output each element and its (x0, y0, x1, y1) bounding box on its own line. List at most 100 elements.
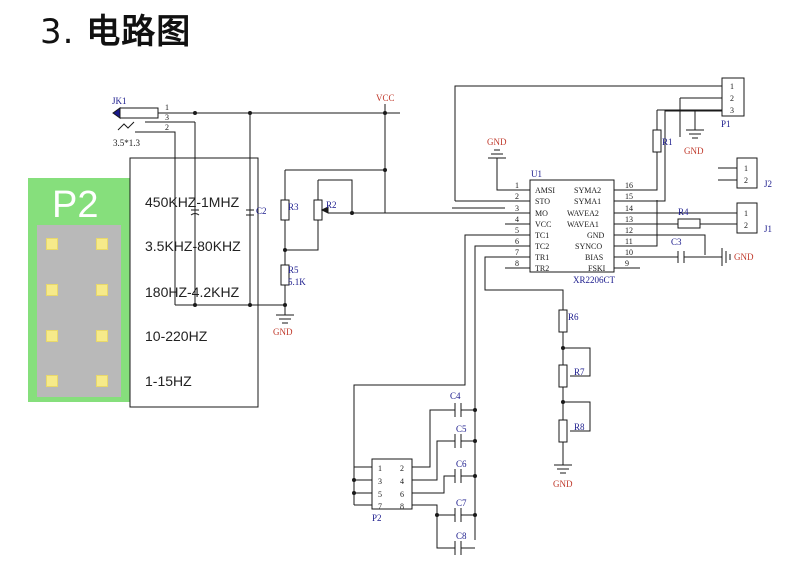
c8-label: C8 (456, 531, 467, 541)
wire-r1-pin16 (640, 152, 658, 191)
c4-label: C4 (450, 391, 461, 401)
wire-r8-wiper (563, 401, 591, 432)
gnd-right-label: GND (734, 252, 754, 262)
chip-left-labels: 1 2 3 4 5 6 7 8 AMSI STO MO VCC TC1 TC2 … (515, 181, 555, 273)
j2-connector (736, 157, 758, 189)
range-label: 1-15HZ (145, 373, 192, 389)
j1-connector (736, 202, 758, 234)
p2-pin: 3 (378, 477, 382, 486)
chip-pin-name: VCC (535, 220, 551, 229)
r4-label: R4 (678, 207, 689, 217)
header-pin (96, 284, 108, 296)
c3-plates (677, 251, 685, 263)
chip-pin-name: AMSI (535, 186, 555, 195)
chip-pin-name: TR1 (535, 253, 549, 262)
c3-label: C3 (671, 237, 682, 247)
gnd-left-label: GND (273, 327, 293, 337)
chip-pin-num: 12 (625, 226, 633, 235)
wire-jk1-p2 (135, 131, 176, 305)
p2-pin: 1 (378, 464, 382, 473)
c5-label: C5 (456, 424, 467, 434)
wire-j2 (718, 167, 737, 181)
chip-pin-num: 13 (625, 215, 633, 224)
range-label: 10-220HZ (145, 328, 208, 344)
p2-pin: 5 (378, 490, 382, 499)
chip-right-pins (614, 189, 640, 269)
r2-label: R2 (326, 200, 337, 210)
wire-r2-bottom (285, 220, 319, 251)
r1-body (652, 129, 662, 153)
p2-pin: 4 (400, 477, 404, 486)
jk1-switch (117, 121, 135, 131)
p2-pin: 8 (400, 502, 404, 511)
c5-plates (454, 434, 475, 448)
chip-pin-num: 11 (625, 237, 633, 246)
r3-label: R3 (288, 202, 299, 212)
p1-label: P1 (721, 119, 731, 129)
gnd-top-label: GND (487, 137, 507, 147)
jk1-jack (119, 107, 159, 119)
gnd-bottom-label: GND (553, 479, 573, 489)
r4-body (677, 218, 701, 229)
vcc-label: VCC (376, 93, 395, 103)
page-title: 3. 电路图 (40, 4, 191, 53)
header-pin (46, 284, 58, 296)
jk1-size-label: 3.5*1.3 (113, 138, 141, 148)
chip-pin-num: 15 (625, 192, 633, 201)
gnd-bottom-symbol (554, 464, 572, 474)
gnd-left-symbol (276, 314, 294, 324)
jk1-pin1: 1 (165, 103, 169, 112)
jk1-pin2: 2 (165, 123, 169, 132)
j1-label: J1 (764, 224, 772, 234)
chip-pin-num: 1 (515, 181, 519, 190)
chip-pin-num: 4 (515, 215, 519, 224)
range-label: 180HZ-4.2KHZ (145, 284, 240, 300)
gnd-p1-label: GND (684, 146, 704, 156)
j2-label: J2 (764, 179, 772, 189)
r6-body (558, 309, 568, 333)
range-label: 3.5KHZ-80KHZ (145, 238, 241, 254)
r7-body (558, 364, 568, 388)
range-label: 450KHZ-1MHZ (145, 194, 240, 210)
header-board-label: P2 (52, 184, 99, 226)
r2-body (313, 199, 323, 221)
r7-label: R7 (574, 367, 585, 377)
range-frame (129, 157, 259, 408)
gnd-p1-symbol (686, 129, 704, 139)
header-pin (46, 330, 58, 342)
p1-pin: 2 (730, 94, 734, 103)
chip-pin-num: 7 (515, 248, 519, 257)
jk1-label: JK1 (112, 96, 127, 106)
chip-pin-name: SYMA2 (574, 186, 601, 195)
wire-pin15-p1 (640, 110, 722, 202)
chip-pin-num: 6 (515, 237, 519, 246)
chip-pin-num: 3 (515, 204, 519, 213)
j1-pin: 2 (744, 221, 748, 230)
header-pin (96, 330, 108, 342)
r6-label: R6 (568, 312, 579, 322)
r5-value: 5.1K (288, 277, 306, 287)
wire-r7-wiper (563, 347, 591, 377)
header-pin (96, 375, 108, 387)
c7-plates (454, 508, 475, 522)
wire-c8 (436, 515, 455, 549)
gnd-right-symbol (721, 248, 731, 266)
p2-pin: 6 (400, 490, 404, 499)
title-text: 电路图 (86, 12, 192, 52)
chip-pin-num: 14 (625, 204, 633, 213)
wire-vcc-pin4 (384, 113, 505, 214)
jk1-tip (112, 107, 121, 119)
j2-pin: 2 (744, 176, 748, 185)
chip-pin-num: 9 (625, 259, 629, 268)
wire-p2-8-c7 (412, 504, 455, 516)
p2-pin: 7 (378, 502, 382, 511)
wire-amsi-gnd (496, 165, 505, 191)
chip-ref: U1 (531, 169, 542, 179)
chip-pin-num: 2 (515, 192, 519, 201)
c2-label: C2 (256, 206, 267, 216)
chip-pin-name: MO (535, 209, 548, 218)
wire-p2-left (354, 466, 372, 506)
p2-label: P2 (372, 513, 382, 523)
chip-pin-name: TC1 (535, 231, 549, 240)
